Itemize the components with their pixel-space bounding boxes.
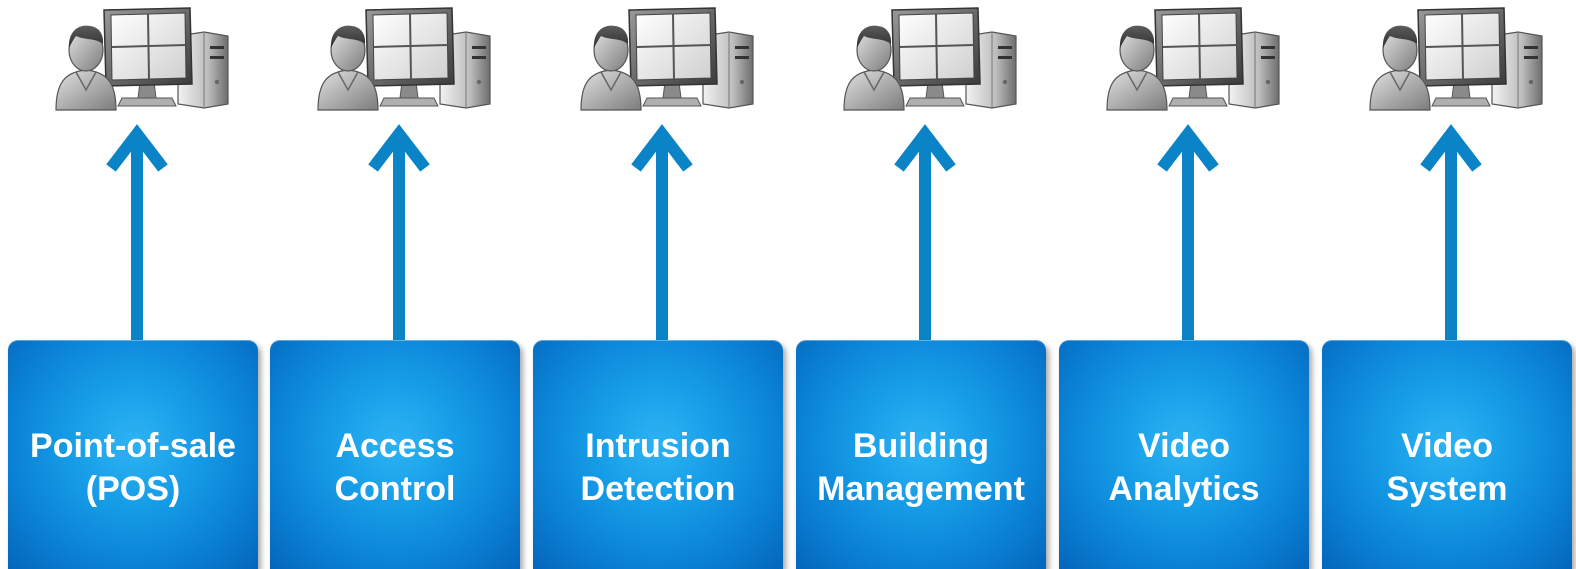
system-column-intrusion-detection: Intrusion Detection xyxy=(533,0,783,569)
operator-workstation-icon xyxy=(1103,6,1283,114)
system-label-line-2: Detection xyxy=(580,470,736,508)
system-block-label: Access Control xyxy=(335,425,456,511)
system-block-label: Intrusion Detection xyxy=(581,425,736,511)
system-label-line-1: Access xyxy=(335,427,455,465)
up-arrow-icon xyxy=(366,122,432,344)
system-block-label: Video System xyxy=(1387,425,1508,511)
up-arrow-icon xyxy=(104,122,170,344)
system-label-line-2: (POS) xyxy=(85,470,181,508)
system-block-video-analytics: Video Analytics xyxy=(1059,340,1309,569)
system-column-building-management: Building Management xyxy=(796,0,1046,569)
system-column-access-control: Access Control xyxy=(270,0,520,569)
system-column-pos: Point-of-sale (POS) xyxy=(8,0,258,569)
system-block-label: Point-of-sale (POS) xyxy=(30,425,236,511)
system-column-video-analytics: Video Analytics xyxy=(1059,0,1309,569)
system-block-building-management: Building Management xyxy=(796,340,1046,569)
system-block-intrusion-detection: Intrusion Detection xyxy=(533,340,783,569)
up-arrow-icon xyxy=(892,122,958,344)
system-label-line-2: System xyxy=(1386,470,1508,508)
up-arrow-icon xyxy=(629,122,695,344)
system-label-line-1: Intrusion xyxy=(585,427,731,465)
system-label-line-2: Analytics xyxy=(1108,470,1260,508)
system-label-line-2: Management xyxy=(817,470,1025,508)
system-label-line-1: Building xyxy=(853,427,989,465)
system-block-pos: Point-of-sale (POS) xyxy=(8,340,258,569)
system-block-access-control: Access Control xyxy=(270,340,520,569)
system-label-line-1: Video xyxy=(1138,427,1230,465)
up-arrow-icon xyxy=(1155,122,1221,344)
system-label-line-2: Control xyxy=(334,470,456,508)
up-arrow-icon xyxy=(1418,122,1484,344)
system-label-line-1: Video xyxy=(1401,427,1493,465)
system-column-video-system: Video System xyxy=(1322,0,1572,569)
operator-workstation-icon xyxy=(52,6,232,114)
system-block-label: Building Management xyxy=(817,425,1025,511)
system-label-line-1: Point-of-sale xyxy=(30,427,236,465)
operator-workstation-icon xyxy=(314,6,494,114)
system-block-label: Video Analytics xyxy=(1108,425,1259,511)
system-block-video-system: Video System xyxy=(1322,340,1572,569)
operator-workstation-icon xyxy=(577,6,757,114)
operator-workstation-icon xyxy=(1366,6,1546,114)
operator-workstation-icon xyxy=(840,6,1020,114)
